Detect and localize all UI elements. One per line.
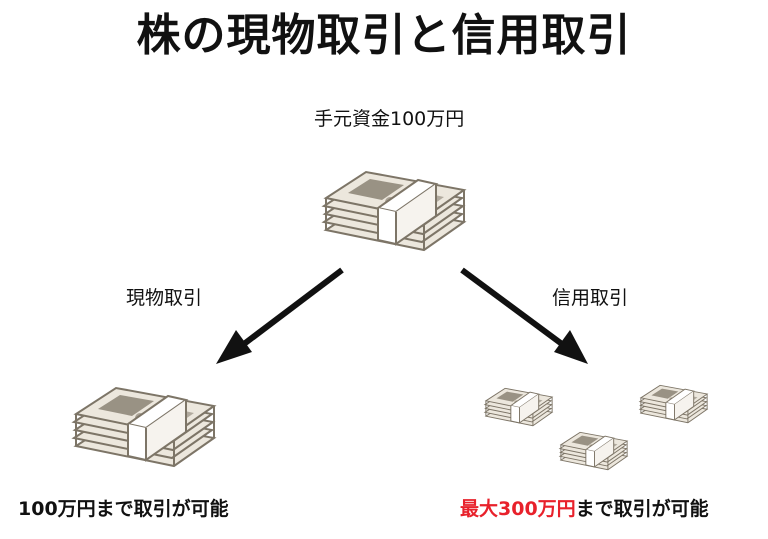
right-branch-label: 信用取引 xyxy=(552,287,629,309)
left-branch-label: 現物取引 xyxy=(126,287,203,309)
arrow-icon xyxy=(460,267,588,364)
left-branch-caption: 100万円まで取引が可能 xyxy=(18,498,229,520)
caption-rest: まで取引が可能 xyxy=(575,498,709,520)
arrow-icon xyxy=(216,267,344,364)
page-title: 株の現物取引と信用取引 xyxy=(136,10,632,61)
funds-label: 手元資金100万円 xyxy=(314,108,465,130)
right-branch-caption: 最大300万円まで取引が可能 xyxy=(460,496,709,522)
highlight-amount: 最大300万円 xyxy=(460,498,576,520)
